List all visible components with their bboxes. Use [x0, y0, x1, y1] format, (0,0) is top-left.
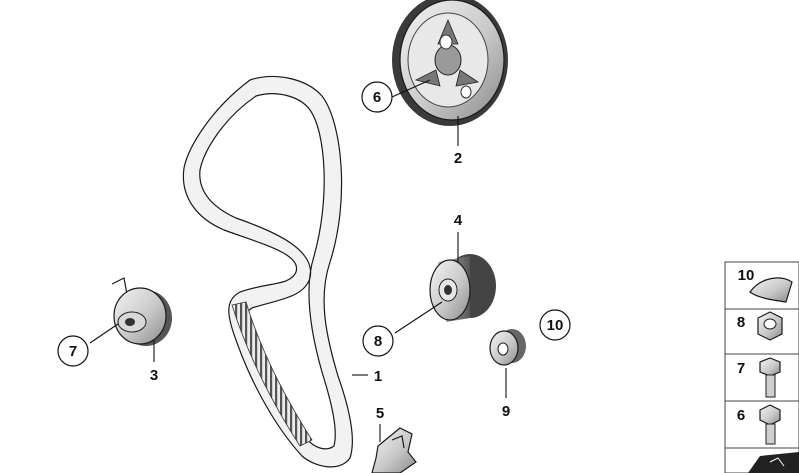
- callout-6: 6: [361, 81, 393, 113]
- label-3: 3: [150, 367, 158, 384]
- svg-text:6: 6: [373, 89, 381, 106]
- idler-pulley: [429, 254, 496, 322]
- svg-text:8: 8: [374, 333, 382, 350]
- timing-belt: [182, 75, 353, 468]
- label-9: 9: [502, 403, 510, 420]
- svg-text:10: 10: [547, 317, 564, 334]
- label-5: 5: [376, 405, 384, 422]
- svg-text:7: 7: [69, 343, 77, 360]
- side-parts-panel: 10 8 7 6: [724, 261, 799, 473]
- callout-8: 8: [362, 325, 394, 357]
- camshaft-sprocket: [392, 0, 508, 126]
- svg-text:6: 6: [737, 407, 745, 424]
- side-item-10: 10: [738, 267, 793, 303]
- drive-gear: [489, 329, 526, 366]
- side-item-bottom: [748, 452, 799, 473]
- side-item-7: 7: [737, 357, 781, 398]
- label-2: 2: [454, 150, 462, 167]
- svg-text:8: 8: [737, 314, 745, 331]
- label-1: 1: [374, 368, 382, 385]
- svg-text:7: 7: [737, 360, 745, 377]
- leader-lines: [89, 79, 507, 442]
- side-item-8: 8: [737, 311, 783, 341]
- belt-guide: [371, 427, 417, 473]
- callout-7: 7: [57, 335, 89, 367]
- label-4: 4: [454, 212, 463, 229]
- svg-text:10: 10: [738, 267, 755, 284]
- callout-10: 10: [539, 309, 571, 341]
- tensioner-pulley: [111, 277, 172, 346]
- side-item-6: 6: [737, 404, 781, 445]
